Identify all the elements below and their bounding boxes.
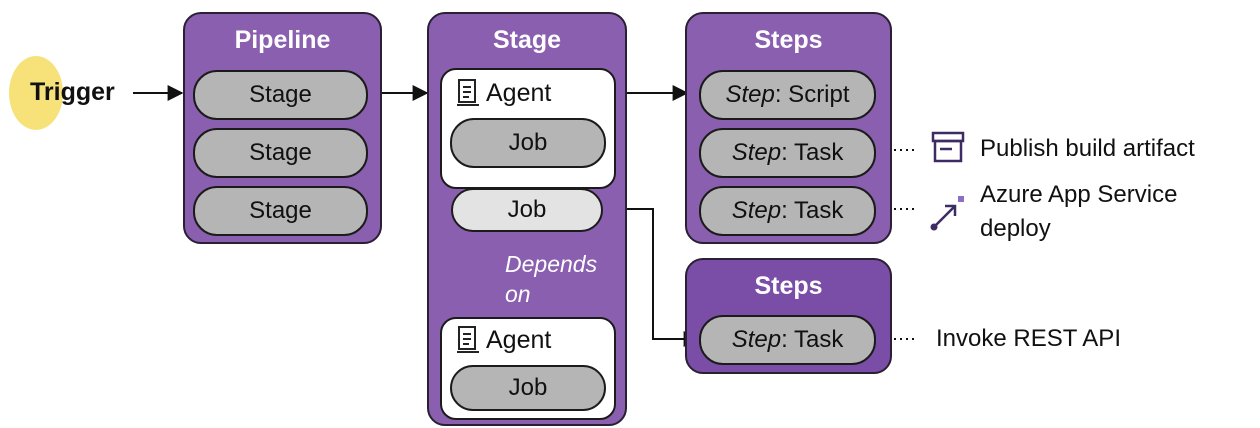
- pipeline-stage-pill[interactable]: Stage: [193, 186, 368, 236]
- step-prefix: Step: [731, 326, 782, 353]
- step-pill[interactable]: Step: Task: [699, 186, 876, 236]
- depends-on-line2: on: [505, 281, 531, 307]
- stage-title: Stage: [492, 26, 562, 54]
- azure-deploy-line1: Azure App Service: [980, 181, 1178, 208]
- agent-header: Agent: [456, 78, 551, 108]
- agent-label: Agent: [486, 325, 552, 354]
- steps-title: Steps: [754, 272, 823, 300]
- archive-box-icon: [931, 131, 965, 163]
- steps-panel: Steps Step: Task: [685, 258, 892, 374]
- trigger-highlight: [9, 56, 63, 130]
- agent-card: Agent Job: [440, 317, 616, 420]
- pipeline-stage-pill[interactable]: Stage: [193, 70, 368, 120]
- agent-card: Agent Job: [440, 68, 616, 189]
- diagonal-arrow-icon: [930, 196, 964, 231]
- job-pill[interactable]: Job: [450, 365, 606, 411]
- trigger-label: Trigger: [30, 78, 115, 106]
- pipeline-panel: Pipeline Stage Stage Stage: [183, 12, 382, 244]
- server-icon: [457, 326, 479, 353]
- invoke-rest-label: Invoke REST API: [936, 325, 1121, 352]
- middle-job-pill[interactable]: Job: [451, 188, 603, 232]
- step-suffix: : Script: [774, 81, 850, 108]
- step-pill[interactable]: Step: Script: [699, 70, 876, 120]
- stage-panel: Stage Agent Job Job Depends on: [427, 12, 627, 426]
- pipeline-stage-pill[interactable]: Stage: [193, 128, 368, 178]
- step-prefix: Step: [731, 197, 782, 224]
- azure-deploy-label: Azure App Service deploy: [980, 178, 1177, 246]
- step-suffix: : Task: [781, 197, 844, 224]
- job-pill[interactable]: Job: [450, 118, 606, 168]
- pipeline-title: Pipeline: [234, 26, 331, 54]
- depends-on-label: Depends on: [505, 249, 597, 309]
- step-pill[interactable]: Step: Task: [699, 315, 876, 365]
- agent-header: Agent: [456, 325, 551, 355]
- publish-artifact-label: Publish build artifact: [980, 135, 1195, 162]
- step-suffix: : Task: [781, 326, 844, 353]
- steps-title: Steps: [754, 26, 823, 54]
- step-prefix: Step: [731, 139, 782, 166]
- server-icon: [457, 79, 479, 106]
- step-prefix: Step: [725, 81, 775, 108]
- agent-label: Agent: [486, 78, 552, 107]
- depends-on-line1: Depends: [505, 251, 598, 277]
- steps-panel: Steps Step: Script Step: Task Step: Task: [685, 12, 892, 244]
- azure-deploy-line2: deploy: [980, 215, 1051, 242]
- step-suffix: : Task: [781, 139, 844, 166]
- step-pill[interactable]: Step: Task: [699, 128, 876, 178]
